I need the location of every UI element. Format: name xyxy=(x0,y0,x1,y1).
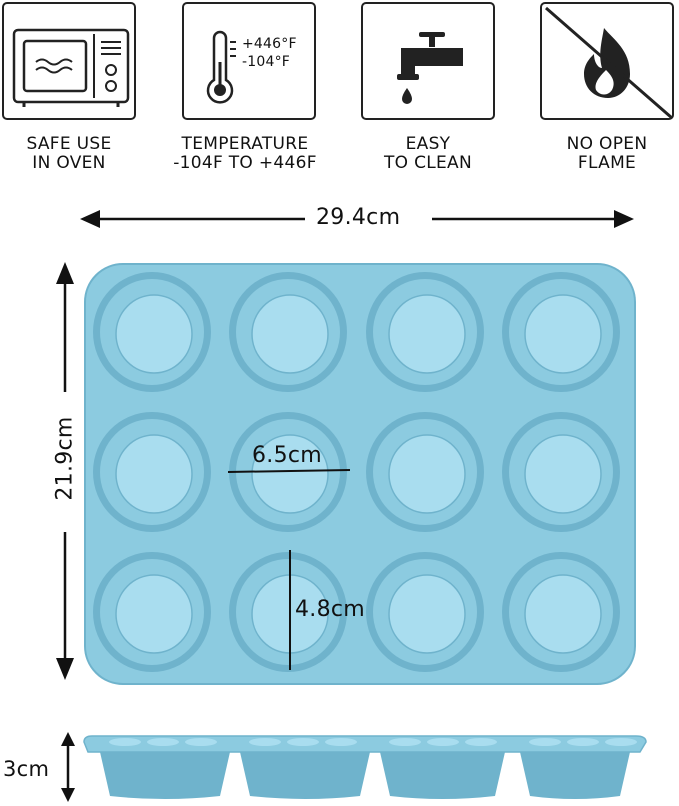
pan-height-arrow xyxy=(61,732,75,802)
label-temperature: TEMPERATURE -104F TO +446F xyxy=(173,134,317,173)
thermometer-icon xyxy=(206,30,236,104)
height-arrow xyxy=(56,262,74,680)
cup-bottom xyxy=(524,574,602,654)
feature-clean-box xyxy=(361,2,495,120)
cup-bottom xyxy=(524,434,602,514)
cup-bottom xyxy=(251,294,329,374)
pan-side-opening xyxy=(185,738,217,746)
label-easy-clean: EASY TO CLEAN xyxy=(384,134,472,173)
pan-side-opening xyxy=(605,738,637,746)
pan-side-opening xyxy=(465,738,497,746)
cup-depth-label: 4.8cm xyxy=(295,597,366,622)
feature-oven-box xyxy=(2,2,136,120)
pan-side-opening xyxy=(325,738,357,746)
label-safe-oven: SAFE USE IN OVEN xyxy=(26,134,112,173)
cup-diameter-line xyxy=(227,469,351,473)
pan-body xyxy=(84,263,636,685)
pan-side-opening xyxy=(427,738,459,746)
cup-bottom xyxy=(115,434,193,514)
cup-diameter-label: 6.5cm xyxy=(252,443,323,468)
cup-bottom xyxy=(115,294,193,374)
temp-low-label: -104°F xyxy=(242,54,291,70)
feature-no-flame-box xyxy=(540,2,674,120)
pan-side-opening xyxy=(389,738,421,746)
height-label: 21.9cm xyxy=(52,416,78,501)
pan-side-opening xyxy=(109,738,141,746)
pan-side-opening xyxy=(567,738,599,746)
cup-bottom xyxy=(251,434,329,514)
faucet-icon xyxy=(397,32,463,104)
pan-side-rim xyxy=(83,735,647,753)
pan-side-cup xyxy=(380,752,505,799)
pan-side-opening xyxy=(147,738,179,746)
feature-temperature-box: +446°F -104°F xyxy=(182,2,316,120)
cup-depth-line xyxy=(289,550,291,670)
width-label: 29.4cm xyxy=(316,205,401,230)
temp-high-label: +446°F xyxy=(242,36,297,52)
pan-side-opening xyxy=(529,738,561,746)
width-arrow xyxy=(80,210,634,228)
muffin-pan-top-view xyxy=(84,263,636,685)
cup-bottom xyxy=(388,574,466,654)
cup-bottom xyxy=(115,574,193,654)
pan-side-cup xyxy=(520,752,630,799)
cup-bottom xyxy=(388,294,466,374)
pan-side-opening xyxy=(287,738,319,746)
no-flame-icon xyxy=(545,6,673,120)
muffin-pan-side-view xyxy=(83,735,647,799)
label-no-open-flame: NO OPEN FLAME xyxy=(566,134,648,173)
pan-side-cup xyxy=(240,752,370,799)
microwave-icon xyxy=(12,28,130,107)
pan-side-cup xyxy=(100,752,230,799)
pan-height-label: 3cm xyxy=(3,757,50,781)
cup-bottom xyxy=(388,434,466,514)
pan-side-opening xyxy=(249,738,281,746)
cup-bottom xyxy=(524,294,602,374)
